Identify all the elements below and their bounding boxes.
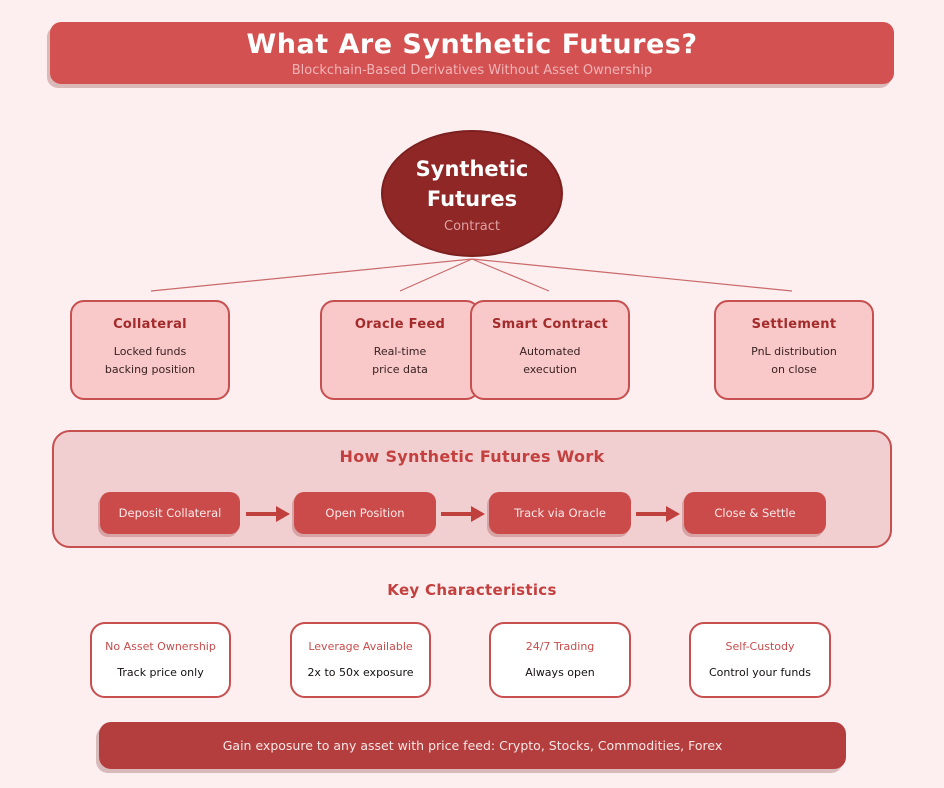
characteristic-detail: 2x to 50x exposure [307,666,414,679]
characteristic-card-self-custody: Self-Custody Control your funds [689,622,831,698]
arrow-right-icon [441,506,485,522]
characteristic-title: Self-Custody [725,640,795,653]
arrow-right-icon [636,506,680,522]
connector-line [150,258,473,292]
component-detail-line: PnL distribution [751,345,837,358]
component-detail-line: execution [523,363,577,376]
central-node-title-line2: Futures [426,186,518,211]
component-title: Oracle Feed [354,317,446,332]
page-subtitle: Blockchain-Based Derivatives Without Ass… [291,63,653,78]
component-title: Settlement [751,317,837,332]
process-step-track-via-oracle: Track via Oracle [489,492,631,534]
component-box-collateral: Collateral Locked funds backing position [70,300,230,400]
connector-line [471,258,550,292]
component-detail: PnL distribution on close [716,343,872,379]
characteristic-detail: Track price only [117,666,204,679]
characteristic-card-leverage-available: Leverage Available 2x to 50x exposure [290,622,431,698]
characteristic-card-247-trading: 24/7 Trading Always open [489,622,631,698]
page-title: What Are Synthetic Futures? [246,29,698,60]
component-detail: Real-time price data [322,343,478,379]
component-detail-line: on close [771,363,817,376]
component-title: Collateral [113,317,187,332]
characteristics-title: Key Characteristics [387,581,557,599]
component-title: Smart Contract [491,317,609,332]
arrow-right-icon [246,506,290,522]
characteristic-detail: Control your funds [708,666,812,679]
characteristic-title: 24/7 Trading [525,640,595,653]
component-detail: Locked funds backing position [72,343,228,379]
central-node: Synthetic Futures Contract [381,130,563,257]
footer-banner: Gain exposure to any asset with price fe… [99,722,846,769]
process-step-deposit-collateral: Deposit Collateral [100,492,240,534]
component-box-smart-contract: Smart Contract Automated execution [470,300,630,400]
component-detail-line: Real-time [373,345,427,358]
component-detail: Automated execution [472,343,628,379]
component-detail-line: Automated [519,345,581,358]
process-step-open-position: Open Position [294,492,436,534]
footer-text: Gain exposure to any asset with price fe… [222,738,723,753]
central-node-title-line1: Synthetic [415,156,529,181]
component-detail-line: Locked funds [113,345,187,358]
characteristic-detail: Always open [525,666,595,679]
process-step-close-and-settle: Close & Settle [684,492,826,534]
header-banner: What Are Synthetic Futures? Blockchain-B… [50,22,894,84]
component-box-settlement: Settlement PnL distribution on close [714,300,874,400]
connector-line [399,258,473,292]
characteristic-title: Leverage Available [308,640,413,653]
characteristic-card-no-asset-ownership: No Asset Ownership Track price only [90,622,231,698]
central-node-sublabel: Contract [444,218,500,234]
process-title: How Synthetic Futures Work [339,447,605,466]
connector-line [471,258,793,292]
component-box-oracle-feed: Oracle Feed Real-time price data [320,300,480,400]
process-panel: How Synthetic Futures Work Deposit Colla… [52,430,892,548]
component-detail-line: price data [372,363,428,376]
component-detail-line: backing position [104,363,196,376]
characteristic-title: No Asset Ownership [105,640,216,653]
